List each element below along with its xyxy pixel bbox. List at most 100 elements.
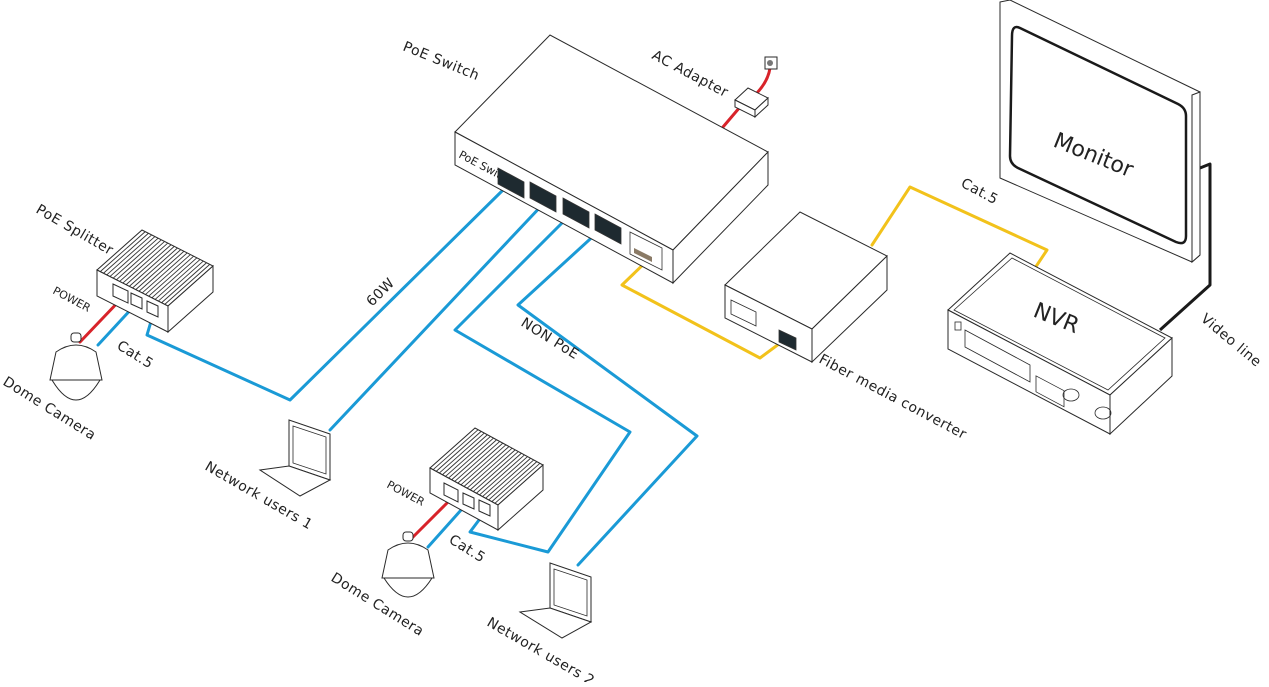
- splitter2-power-label: POWER: [385, 478, 427, 509]
- camera2-dome: [383, 577, 433, 598]
- heatsink-fin: [451, 439, 497, 481]
- heatsink-fin: [99, 231, 146, 272]
- cable-video-line: [1158, 162, 1212, 332]
- cable-port2-to-users1: [328, 200, 547, 432]
- network-users-2-laptop[interactable]: Network users 2: [484, 562, 597, 687]
- heatsink-fin: [138, 250, 185, 292]
- nvr-power-button[interactable]: [954, 321, 962, 331]
- heatsink-fin: [488, 459, 535, 501]
- heatsink-fin: [148, 255, 194, 297]
- switch-port-3[interactable]: [562, 197, 590, 229]
- heatsink-fin: [466, 447, 513, 489]
- nvr-drive-bay: [964, 329, 1031, 383]
- switch-ports: [497, 167, 663, 271]
- cable-port1-to-splitter1: [145, 188, 505, 402]
- heatsink-fin: [158, 260, 204, 302]
- heatsink-fin: [494, 462, 541, 504]
- cable-ac-wall: [753, 66, 772, 97]
- poe-switch[interactable]: PoE Switch PoE Switch: [401, 34, 769, 285]
- switch-port-1[interactable]: [497, 167, 525, 199]
- heatsink-fin: [435, 431, 482, 472]
- outlet-plug: [767, 60, 773, 66]
- laptop1-keyboard: [258, 465, 332, 497]
- fiber-media-converter[interactable]: Fiber media converter: [724, 211, 969, 443]
- nvr-knob[interactable]: [1062, 388, 1080, 402]
- edge-label-non-poe: NON PoE: [518, 315, 582, 363]
- monitor-screen: [1008, 25, 1188, 245]
- splitter2-power-port[interactable]: [443, 482, 459, 503]
- monitor-side: [1191, 91, 1201, 264]
- heatsink-fin: [135, 249, 182, 290]
- camera2-housing: [381, 542, 435, 579]
- heatsink-fin: [151, 257, 198, 299]
- switch-port-4[interactable]: [594, 213, 622, 245]
- nvr-top-inset: [953, 257, 1166, 391]
- edge-label-video-line: Video line: [1197, 311, 1264, 371]
- heatsink-fin: [454, 441, 501, 482]
- nvr[interactable]: NVR: [947, 252, 1173, 436]
- adapter-side: [754, 96, 769, 119]
- ac-adapter-label: AC Adapter: [649, 47, 731, 101]
- cable-ac-power: [721, 105, 742, 129]
- heatsink-fin: [479, 454, 525, 496]
- cable-port4-to-users2: [516, 228, 699, 567]
- converter-display: [730, 299, 757, 327]
- heatsink-fin: [125, 244, 172, 286]
- splitter2-side: [497, 463, 544, 532]
- camera2-mount: [402, 531, 414, 542]
- cable-converter-to-nvr: [870, 185, 1049, 270]
- cable-fiber-switch-to-converter: [620, 256, 789, 360]
- network-users-1-laptop[interactable]: Network users 1: [202, 419, 332, 533]
- switch-sfp-port[interactable]: [629, 231, 663, 271]
- splitter2-in-port[interactable]: [478, 499, 491, 517]
- switch-port-2[interactable]: [529, 181, 557, 213]
- heatsink-fin: [491, 461, 538, 502]
- converter-port[interactable]: [778, 329, 797, 351]
- cable-port3-to-splitter2: [453, 213, 632, 554]
- heatsink-fin: [122, 242, 169, 284]
- heatsink-fin: [154, 259, 201, 300]
- nvr-knob-2[interactable]: [1094, 406, 1112, 420]
- poe-switch-label: PoE Switch: [401, 39, 482, 84]
- splitter2-fins: [432, 429, 541, 504]
- heatsink-fin: [469, 449, 516, 491]
- heatsink-fin: [442, 434, 488, 476]
- heatsink-fin: [116, 239, 162, 281]
- heatsink-fin: [141, 252, 188, 294]
- heatsink-fin: [128, 246, 175, 287]
- heatsink-fin: [438, 432, 485, 474]
- switch-sfp-module: [634, 248, 652, 262]
- heatsink-fin: [460, 444, 507, 486]
- poe-splitter-label: PoE Splitter: [33, 202, 116, 259]
- dome-camera-2[interactable]: Dome Camera: [328, 531, 435, 640]
- converter-side: [811, 254, 888, 364]
- splitter1-cat5-label: Cat.5: [114, 338, 156, 373]
- heatsink-fin: [485, 457, 531, 499]
- heatsink-fin: [463, 446, 510, 487]
- camera1-mount: [70, 332, 82, 343]
- splitter1-fins: [99, 231, 211, 305]
- heatsink-fin: [482, 456, 528, 497]
- switch-side-face: [672, 150, 769, 285]
- heatsink-fin: [472, 451, 519, 492]
- heatsink-fin: [476, 452, 522, 494]
- splitter1-power-label: POWER: [51, 284, 93, 315]
- monitor[interactable]: Monitor: [999, 0, 1201, 264]
- heatsink-fin: [164, 264, 211, 305]
- splitter1-in-port[interactable]: [146, 300, 159, 318]
- monitor-frame: [999, 0, 1201, 263]
- heatsink-fin: [432, 429, 479, 471]
- splitter1-side: [167, 264, 214, 334]
- splitter2-out-port[interactable]: [462, 492, 475, 510]
- splitter2-cat5-label: Cat.5: [446, 532, 488, 567]
- heatsink-fin: [103, 232, 149, 274]
- splitter1-power-port[interactable]: [112, 283, 129, 304]
- nvr-button-grid: [1035, 375, 1065, 408]
- heatsink-fin: [109, 236, 156, 277]
- edge-label-cat5-nvr: Cat.5: [958, 175, 1001, 208]
- laptop2-keyboard: [518, 607, 593, 639]
- splitter1-out-port[interactable]: [130, 292, 143, 310]
- poe-splitter-1[interactable]: PoE Splitter POWER Cat.5: [33, 202, 214, 373]
- dome-camera-1[interactable]: Dome Camera: [0, 332, 103, 444]
